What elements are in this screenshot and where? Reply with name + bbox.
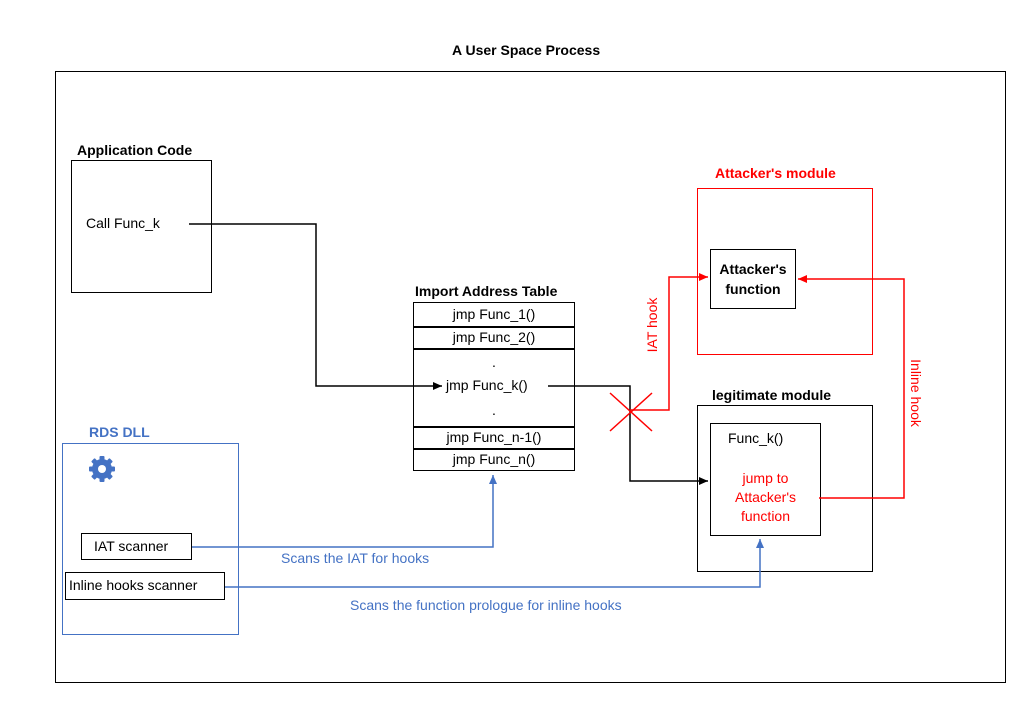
iat-row-ellipsis: . <box>492 402 496 418</box>
iat-hook-arrow <box>630 273 708 411</box>
inline-hooks-scanner-box <box>65 572 225 600</box>
iat-row: jmp Func_n-1() <box>446 429 542 445</box>
iat-to-legit-arrow <box>548 385 708 485</box>
iat-heading: Import Address Table <box>415 283 558 299</box>
iat-row: jmp Func_2() <box>452 329 536 345</box>
iat-scan-arrow <box>192 475 497 548</box>
application-code-heading: Application Code <box>77 142 193 158</box>
legitimate-module-heading: legitimate module <box>712 387 832 403</box>
iat-divider <box>413 426 575 428</box>
func-k-label: Func_k() <box>728 430 784 446</box>
iat-divider <box>413 348 575 350</box>
jump-to-attacker-label: jump to Attacker's function <box>734 470 797 524</box>
inline-hooks-scanner-label: Inline hooks scanner <box>69 577 198 593</box>
iat-hook-label: IAT hook <box>644 297 660 353</box>
call-func-k-label: Call Func_k <box>86 215 160 231</box>
iat-divider <box>413 448 575 450</box>
attackers-module-box <box>697 188 873 355</box>
rds-dll-box <box>62 443 239 635</box>
diagram-title: A User Space Process <box>452 42 601 58</box>
gear-icon <box>87 454 117 484</box>
iat-row-func-k: jmp Func_k() <box>446 377 528 393</box>
scan-prologue-label: Scans the function prologue for inline h… <box>350 597 622 613</box>
inline-scan-arrow <box>225 539 764 588</box>
iat-row: jmp Func_n() <box>452 451 536 467</box>
attackers-module-heading: Attacker's module <box>715 165 836 181</box>
iat-row-ellipsis: . <box>492 354 496 370</box>
attackers-function-box <box>710 249 796 309</box>
call-arrow <box>189 223 442 390</box>
cross-mark <box>609 392 653 432</box>
user-space-process-frame <box>55 71 1006 683</box>
func-k-box <box>710 423 821 536</box>
application-code-box <box>71 160 212 293</box>
iat-scanner-box <box>81 533 192 560</box>
legitimate-module-box <box>697 405 873 572</box>
iat-scanner-label: IAT scanner <box>94 538 169 554</box>
attackers-function-label: Attacker's function <box>719 261 787 297</box>
iat-divider <box>413 326 575 328</box>
scan-iat-label: Scans the IAT for hooks <box>281 550 430 566</box>
inline-hook-label: Inline hook <box>908 359 924 427</box>
rds-dll-heading: RDS DLL <box>89 424 150 440</box>
inline-hook-arrow <box>798 275 905 499</box>
iat-row: jmp Func_1() <box>452 306 536 322</box>
